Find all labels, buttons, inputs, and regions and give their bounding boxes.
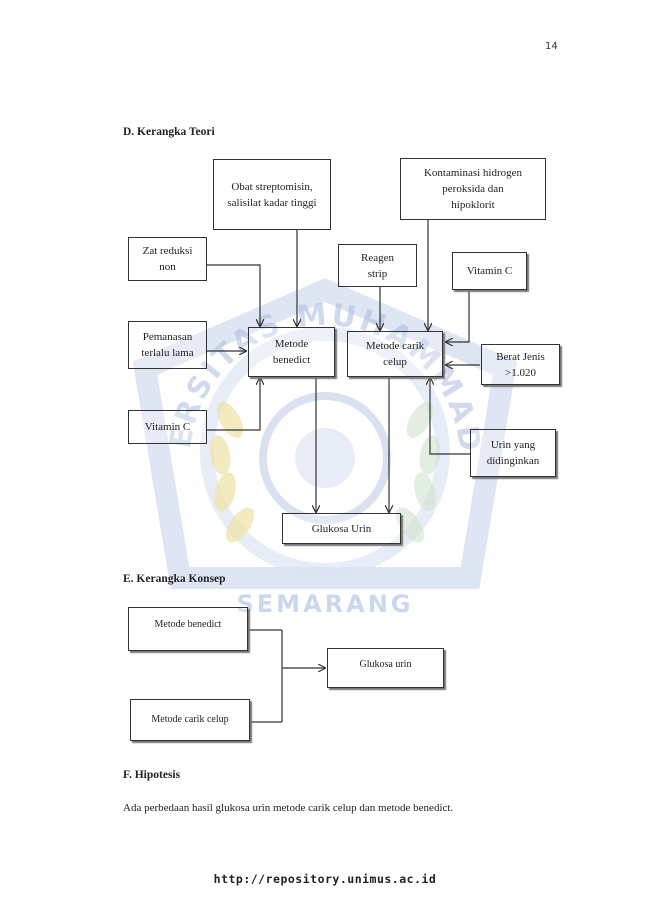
box-obat-streptomisin: Obat streptomisin, salisilat kadar tingg… [213,159,331,230]
heading-kerangka-konsep: E. Kerangka Konsep [123,573,226,585]
box-vitamin-c-left: Vitamin C [128,410,207,444]
box-berat-jenis: Berat Jenis >1.020 [481,344,560,385]
box-glukosa-urin: Glukosa Urin [282,513,401,544]
box-reagen-strip: Reagen strip [338,244,417,287]
page-number: 14 [545,41,558,52]
konsep-box-metode-benedict: Metode benedict [128,607,248,651]
heading-kerangka-teori: D. Kerangka Teori [123,126,215,138]
heading-hipotesis: F. Hipotesis [123,769,181,781]
box-metode-benedict: Metode benedict [248,327,335,377]
box-zat-reduksi: Zat reduksi non [128,237,207,281]
watermark-semarang: SEMARANG [237,590,414,618]
box-urin-didinginkan: Urin yang didinginkan [470,429,556,477]
box-vitamin-c-right: Vitamin C [452,252,527,290]
konsep-box-metode-carik-celup: Metode carik celup [130,699,250,741]
konsep-box-glukosa-urin: Glukosa urin [327,648,444,688]
footer-repository-url[interactable]: http://repository.unimus.ac.id [213,872,437,886]
hipotesis-text: Ada perbedaan hasil glukosa urin metode … [123,802,454,814]
box-metode-carik-celup: Metode carik celup [347,331,443,377]
box-pemanasan: Pemanasan terlalu lama [128,321,207,369]
box-kontaminasi: Kontaminasi hidrogen peroksida dan hipok… [400,158,546,220]
